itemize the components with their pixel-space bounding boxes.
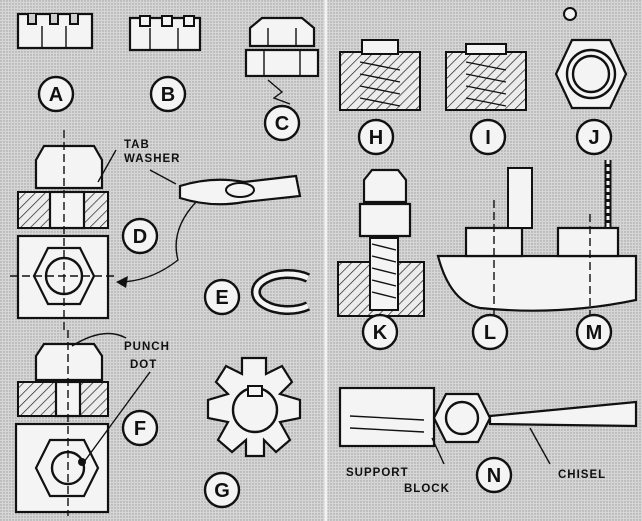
label-N-text: N [487,465,501,487]
label-L: L [471,313,509,351]
label-L-text: L [484,322,496,344]
label-I: I [469,118,507,156]
label-I-text: I [485,127,491,149]
chisel-support-drawing [338,386,638,465]
label-B: B [149,75,187,113]
label-J: J [575,118,613,156]
slotted-nut-drawing [16,12,94,50]
label-M-text: M [586,322,603,344]
punch-dot-callout-line1: PUNCH [124,341,170,353]
cotter-base-drawing [436,160,638,316]
hex-locknut-top-view [554,7,628,110]
lock-washer-drawing [250,269,311,315]
tabbed-lock-washer-drawing [206,356,302,458]
castle-nut-drawing [128,15,202,52]
label-A-text: A [49,84,63,106]
punch-dot-nut-drawing [14,330,151,516]
label-C-text: C [275,113,289,135]
label-H: H [357,118,395,156]
label-N: N [475,456,513,494]
tab-washer-callout-line1: TAB [124,139,150,151]
label-F: F [121,409,159,447]
label-D-text: D [133,226,147,248]
tab-washer-callout-line2: WASHER [124,153,180,165]
label-E: E [203,278,241,316]
label-K-text: K [373,322,388,344]
label-M: M [575,313,613,351]
label-D: D [121,217,159,255]
label-C: C [263,104,301,142]
all-metal-locknut-section [445,43,527,111]
support-block-callout-line2: BLOCK [404,483,450,495]
label-B-text: B [161,84,175,106]
label-H-text: H [369,127,383,149]
support-block-callout-line1: SUPPORT [346,467,409,479]
fiber-insert-nut-section [339,39,421,111]
chisel-callout: CHISEL [558,469,606,481]
double-nut-drawing [244,16,320,105]
label-K: K [361,313,399,351]
punch-dot-callout-line2: DOT [130,359,157,371]
label-A: A [37,75,75,113]
label-G-text: G [214,480,230,502]
label-F-text: F [134,418,146,440]
label-E-text: E [215,287,228,309]
label-G: G [203,471,241,509]
jam-nut-stud-drawing [337,168,425,317]
tab-washer-assembly-drawing [10,130,302,330]
label-J-text: J [588,127,599,149]
